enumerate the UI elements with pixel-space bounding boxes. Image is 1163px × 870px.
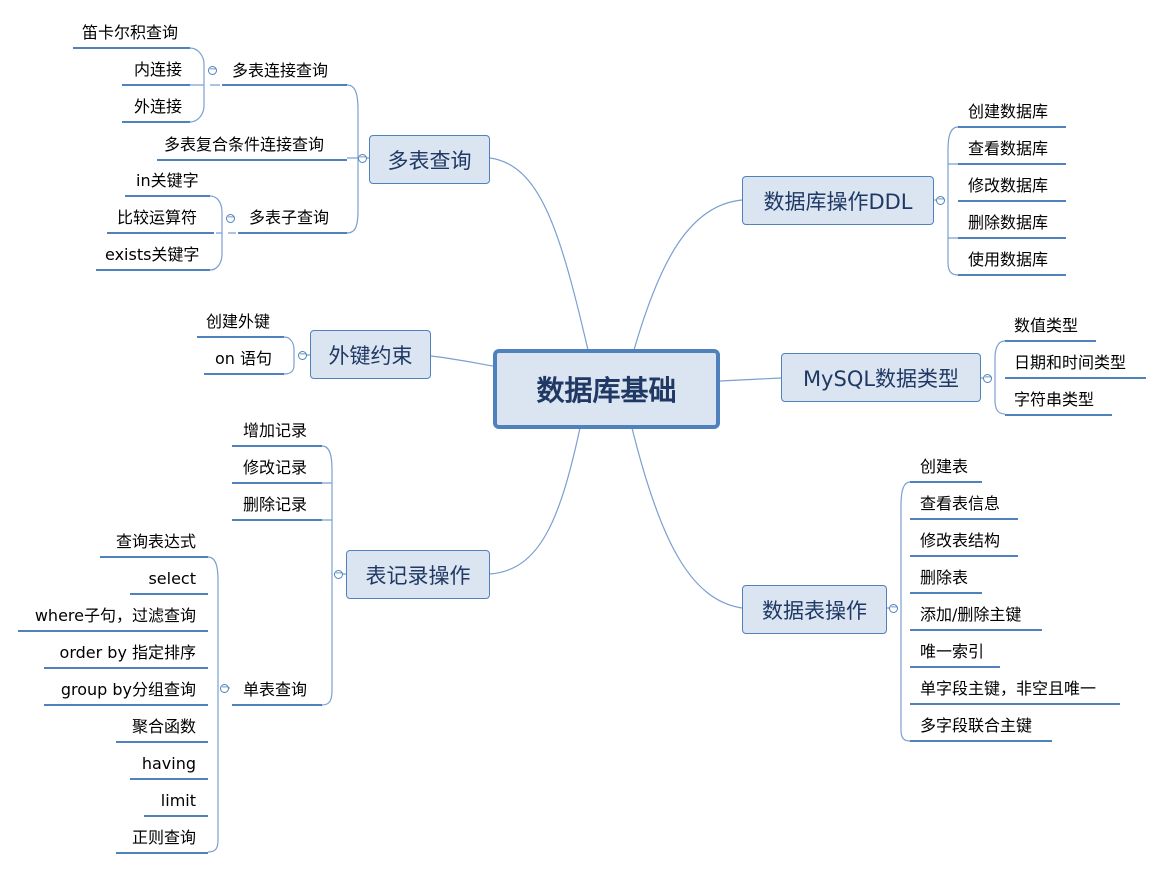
leaf-shujubiao-6[interactable]: 单字段主键，非空且唯一 bbox=[920, 679, 1097, 698]
subtopic-duobiao-zichaxun[interactable]: 多表子查询 bbox=[249, 208, 330, 227]
topic-waijian-label: 外键约束 bbox=[328, 343, 413, 368]
root-to-duobiao-curve bbox=[489, 157, 589, 351]
leaf-shujubiao-2[interactable]: 修改表结构 bbox=[920, 531, 1001, 550]
leaf-danbiao-2[interactable]: where子句，过滤查询 bbox=[34, 606, 196, 625]
leaf-lianjie-1[interactable]: 内连接 bbox=[134, 60, 183, 79]
collapse-toggle-danbiao[interactable]: − bbox=[220, 682, 230, 693]
leaf-danbiao-6[interactable]: having bbox=[141, 754, 196, 773]
root-to-waijian-curve bbox=[430, 355, 494, 367]
leaf-lianjie-2[interactable]: 外连接 bbox=[134, 97, 183, 116]
root-topic[interactable]: 数据库基础 bbox=[493, 349, 720, 429]
leaf-waijian-1[interactable]: on 语句 bbox=[215, 349, 273, 368]
leaf-waijian-0[interactable]: 创建外键 bbox=[206, 312, 271, 331]
subtopic-biaojilu-zengjia[interactable]: 增加记录 bbox=[243, 421, 308, 440]
collapse-toggle-ddl[interactable]: − bbox=[936, 194, 946, 205]
leaf-danbiao-3[interactable]: order by 指定排序 bbox=[59, 643, 196, 662]
subtopic-duobiao-fuhe[interactable]: 多表复合条件连接查询 bbox=[164, 135, 325, 154]
collapse-toggle-biaojilu[interactable]: − bbox=[334, 568, 344, 579]
ddl-underlines bbox=[958, 126, 1066, 276]
topic-mysqltype[interactable]: MySQL数据类型 bbox=[781, 353, 981, 402]
collapse-toggle-zichaxun[interactable]: − bbox=[226, 212, 236, 223]
leaf-ddl-3[interactable]: 删除数据库 bbox=[968, 213, 1049, 232]
biaojilu-underlines bbox=[18, 445, 322, 854]
root-to-shujubiao-curve bbox=[631, 427, 743, 609]
topic-ddl[interactable]: 数据库操作DDL bbox=[742, 176, 934, 225]
leaf-danbiao-1[interactable]: select bbox=[148, 569, 196, 588]
leaf-shujubiao-4[interactable]: 添加/删除主键 bbox=[920, 605, 1022, 624]
topic-duobiao-label: 多表查询 bbox=[387, 148, 472, 173]
leaf-lianjie-0[interactable]: 笛卡尔积查询 bbox=[82, 23, 179, 42]
leaf-mysqltype-1[interactable]: 日期和时间类型 bbox=[1014, 353, 1127, 372]
root-to-biaojilu-curve bbox=[489, 427, 581, 575]
leaf-zichaxun-1[interactable]: 比较运算符 bbox=[117, 208, 198, 227]
leaf-ddl-0[interactable]: 创建数据库 bbox=[968, 102, 1049, 121]
topic-waijian[interactable]: 外键约束 bbox=[310, 330, 431, 379]
leaf-danbiao-4[interactable]: group by分组查询 bbox=[60, 680, 196, 699]
leaf-ddl-4[interactable]: 使用数据库 bbox=[968, 250, 1049, 269]
leaf-zichaxun-2[interactable]: exists关键字 bbox=[105, 245, 200, 264]
subtopic-biaojilu-xiugai[interactable]: 修改记录 bbox=[243, 458, 308, 477]
collapse-toggle-waijian[interactable]: − bbox=[298, 349, 308, 360]
lianjie-bracket bbox=[189, 47, 220, 123]
topic-biaojilu[interactable]: 表记录操作 bbox=[346, 550, 490, 599]
leaf-zichaxun-0[interactable]: in关键字 bbox=[136, 171, 199, 190]
topic-duobiao[interactable]: 多表查询 bbox=[369, 135, 490, 184]
leaf-danbiao-8[interactable]: 正则查询 bbox=[131, 828, 196, 847]
collapse-toggle-duobiao[interactable]: − bbox=[358, 152, 368, 163]
leaf-shujubiao-7[interactable]: 多字段联合主键 bbox=[920, 716, 1033, 735]
duobiao-connectors bbox=[189, 47, 369, 271]
danbiao-bracket bbox=[207, 556, 230, 853]
leaf-danbiao-7[interactable]: limit bbox=[160, 791, 196, 810]
leaf-mysqltype-2[interactable]: 字符串类型 bbox=[1014, 390, 1095, 409]
leaf-danbiao-0[interactable]: 查询表达式 bbox=[115, 532, 196, 551]
root-connectors bbox=[430, 157, 782, 609]
leaf-ddl-2[interactable]: 修改数据库 bbox=[968, 176, 1049, 195]
leaf-mysqltype-0[interactable]: 数值类型 bbox=[1014, 316, 1079, 335]
topic-shujubiao-label: 数据表操作 bbox=[762, 598, 867, 623]
leaf-shujubiao-0[interactable]: 创建表 bbox=[920, 457, 969, 476]
collapse-toggle-shujubiao[interactable]: − bbox=[889, 602, 899, 613]
collapse-toggle-lianjie[interactable]: − bbox=[208, 64, 218, 75]
root-topic-label: 数据库基础 bbox=[536, 374, 677, 407]
root-to-mysqltype-curve bbox=[719, 377, 782, 382]
root-to-ddl-curve bbox=[633, 199, 743, 351]
waijian-underlines bbox=[197, 336, 284, 375]
leaf-shujubiao-5[interactable]: 唯一索引 bbox=[920, 642, 985, 661]
topic-shujubiao[interactable]: 数据表操作 bbox=[742, 585, 887, 634]
zichaxun-bracket bbox=[209, 195, 236, 271]
shujubiao-underlines bbox=[910, 481, 1120, 742]
collapse-toggle-mysqltype[interactable]: − bbox=[983, 372, 993, 383]
mysqltype-underlines bbox=[1005, 340, 1146, 416]
topic-biaojilu-label: 表记录操作 bbox=[365, 563, 471, 588]
subtopic-biaojilu-danbiao[interactable]: 单表查询 bbox=[243, 680, 308, 699]
leaf-ddl-1[interactable]: 查看数据库 bbox=[968, 139, 1049, 158]
topic-ddl-label: 数据库操作DDL bbox=[763, 189, 913, 214]
leaf-danbiao-5[interactable]: 聚合函数 bbox=[131, 717, 196, 736]
leaf-shujubiao-3[interactable]: 删除表 bbox=[920, 568, 969, 587]
subtopic-duobiao-lianjie[interactable]: 多表连接查询 bbox=[232, 61, 329, 80]
subtopic-biaojilu-shanchu[interactable]: 删除记录 bbox=[243, 495, 308, 514]
topic-mysqltype-label: MySQL数据类型 bbox=[802, 366, 960, 391]
leaf-shujubiao-1[interactable]: 查看表信息 bbox=[920, 494, 1001, 513]
duobiao-underlines bbox=[73, 47, 347, 271]
